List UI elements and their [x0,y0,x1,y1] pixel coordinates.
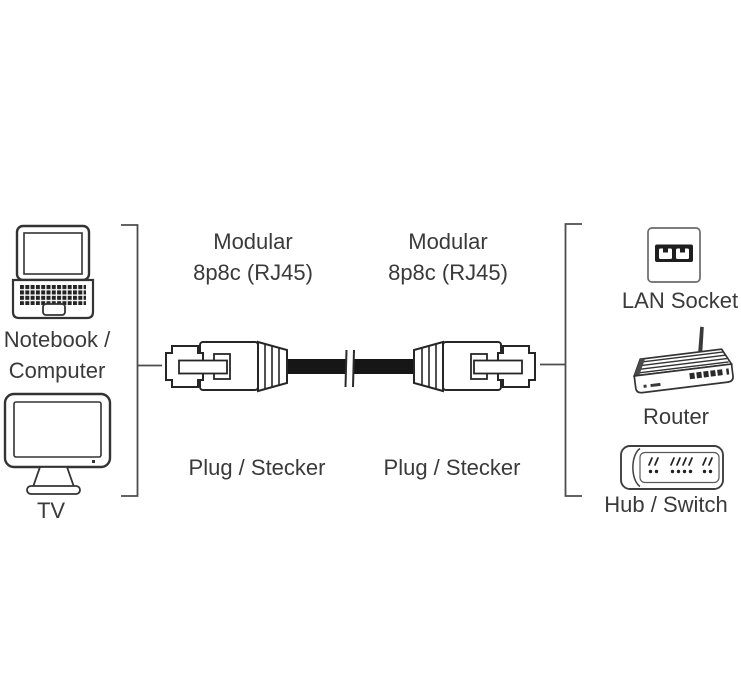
rj45-plug-right [413,341,536,392]
label-lan-socket: LAN Socket [621,288,739,313]
label-tv: TV [36,498,66,523]
tv-icon [3,392,112,495]
label-plug-left: Plug / Stecker [188,455,326,480]
label-notebook-computer: Notebook / Computer [4,324,110,386]
label-modular-right-line1: Modular [408,229,488,254]
label-plug-right: Plug / Stecker [383,455,521,480]
notebook-icon [11,224,95,320]
label-modular-left-line2: 8p8c (RJ45) [193,260,313,285]
label-notebook-line2: Computer [8,358,106,383]
left-bracket [121,224,162,497]
label-modular-right: Modular 8p8c (RJ45) [388,226,508,288]
label-modular-right-line2: 8p8c (RJ45) [388,260,508,285]
right-bracket [540,223,582,497]
router-icon [632,326,734,394]
hub-switch-icon [620,445,724,490]
label-notebook-line1: Notebook / [3,327,111,352]
cable [286,349,415,388]
label-modular-left: Modular 8p8c (RJ45) [193,226,313,288]
lan-socket-icon [647,227,701,283]
rj45-plug-left [165,341,288,392]
label-hub-switch: Hub / Switch [604,492,728,517]
label-router: Router [642,404,710,429]
label-modular-left-line1: Modular [213,229,293,254]
